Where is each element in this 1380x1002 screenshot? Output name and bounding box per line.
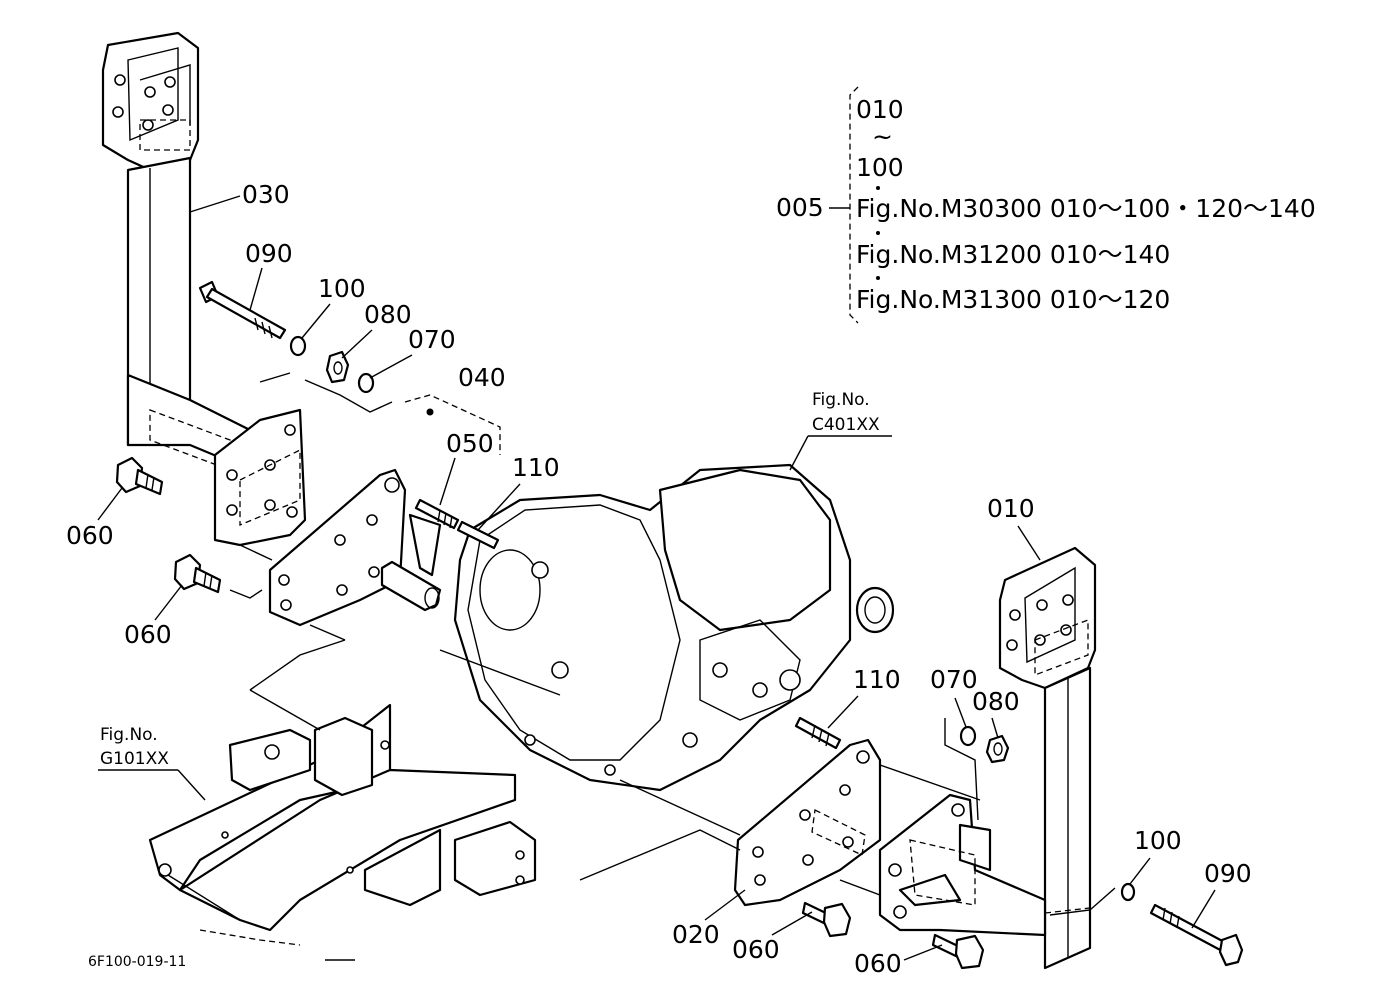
part-110-stud-top [456, 520, 500, 550]
part-060-bolt-b [173, 553, 222, 594]
callout-060-a: 060 [66, 521, 114, 550]
callout-005: 005 [776, 193, 824, 222]
callout-100-top: 100 [318, 274, 366, 303]
transmission-housing [453, 463, 895, 792]
part-110-stud-bottom [794, 716, 842, 750]
part-090-bolt-bottom [1149, 903, 1244, 967]
part-050-stud [414, 498, 460, 530]
kit-note: 010 ~ 100 Fig.No.M30300 010～100・120～140 … [856, 95, 1316, 314]
fig-ref-frame-code: G101XX [100, 749, 169, 769]
callout-090-top: 090 [245, 239, 293, 268]
callout-080-top: 080 [364, 300, 412, 329]
part-030-left-upright [101, 31, 307, 547]
kit-range-end: 100 [856, 153, 904, 182]
callout-110-bottom: 110 [853, 665, 901, 694]
kit-ref-m30300: Fig.No.M30300 010～100・120～140 [856, 194, 1316, 223]
part-040-plate [268, 468, 442, 627]
callout-070-bottom: 070 [930, 665, 978, 694]
callout-060-b: 060 [124, 620, 172, 649]
callout-100-bottom: 100 [1134, 826, 1182, 855]
diagram-id: 6F100-019-11 [88, 954, 186, 970]
main-frame [148, 703, 537, 961]
kit-range-start: 010 [856, 95, 904, 124]
part-060-bolt-d [931, 933, 985, 970]
part-010-right-upright [878, 546, 1097, 970]
callout-110-top: 110 [512, 453, 560, 482]
callout-090-bottom: 090 [1204, 859, 1252, 888]
callout-020: 020 [672, 920, 720, 949]
part-060-bolt-c [801, 901, 852, 938]
part-080-nut-bottom [985, 734, 1010, 764]
callout-050: 050 [446, 429, 494, 458]
callout-labels: 030 090 100 080 070 040 050 110 060 060 … [66, 180, 1252, 978]
assembly-lines [229, 372, 1116, 916]
callout-040: 040 [458, 363, 506, 392]
kit-ref-m31300: Fig.No.M31300 010～120 [856, 285, 1170, 314]
callout-030: 030 [242, 180, 290, 209]
callout-060-c: 060 [732, 935, 780, 964]
part-060-bolt-a [115, 456, 164, 496]
callout-080-bottom: 080 [972, 687, 1020, 716]
fig-ref-transmission-label: Fig.No. [812, 390, 870, 410]
callout-060-d: 060 [854, 949, 902, 978]
kit-bracket [829, 86, 859, 324]
part-100-lockwasher-bottom [1120, 882, 1136, 902]
part-020-plate [733, 738, 882, 907]
fig-ref-transmission-code: C401XX [812, 415, 880, 435]
part-080-nut-top [325, 350, 350, 384]
fig-ref-frame: Fig.No. G101XX [98, 725, 206, 801]
kit-range-tilde: ~ [872, 122, 893, 151]
callout-070-top: 070 [408, 325, 456, 354]
part-070-washer-top [357, 372, 375, 394]
part-090-bolt-top [198, 280, 287, 340]
kit-ref-m31200: Fig.No.M31200 010～140 [856, 240, 1170, 269]
part-100-lockwasher-top [289, 335, 307, 357]
fig-ref-frame-label: Fig.No. [100, 725, 158, 745]
fig-ref-transmission: Fig.No. C401XX [789, 390, 892, 471]
part-070-washer-bottom [959, 725, 977, 747]
callout-010: 010 [987, 494, 1035, 523]
